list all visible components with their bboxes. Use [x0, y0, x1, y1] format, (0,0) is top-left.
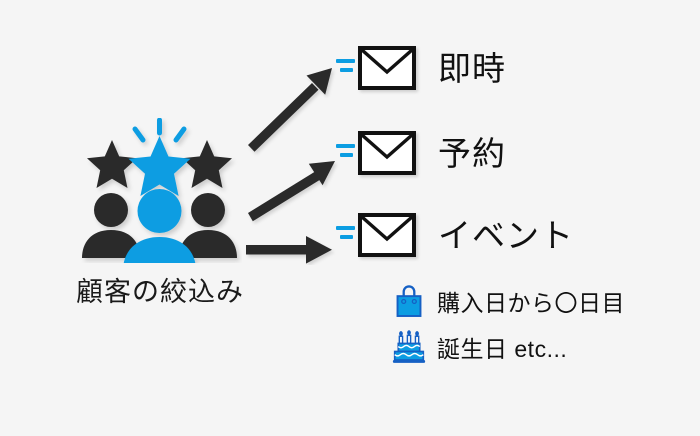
condition-label: 購入日から〇日目 [437, 290, 625, 316]
audience-block: 顧客の絞込み [55, 117, 265, 307]
speed-lines-icon [336, 222, 356, 248]
mail-option-row: イベント [336, 207, 574, 263]
condition-list: 購入日から〇日目 [390, 278, 690, 370]
mail-option-label: イベント [438, 216, 574, 254]
person-right-icon [179, 193, 237, 258]
envelope-icon [358, 213, 416, 257]
star-left-icon [87, 140, 137, 188]
arrow-to-immediate [248, 68, 332, 152]
sparkle-rays-icon [132, 117, 187, 143]
shopping-bag-icon [390, 281, 428, 321]
star-center-icon [128, 136, 191, 196]
speed-lines-icon [336, 140, 356, 166]
envelope-icon [358, 46, 416, 90]
star-right-icon [182, 140, 232, 188]
condition-item: 誕生日 etc... [390, 324, 690, 370]
birthday-cake-icon [390, 327, 428, 367]
person-left-icon [82, 193, 140, 258]
condition-label: 誕生日 etc... [437, 336, 568, 362]
speed-lines-icon [336, 55, 356, 81]
envelope-icon [358, 131, 416, 175]
three-people-with-stars-icon [77, 117, 242, 291]
mail-option-label: 予約 [438, 134, 506, 172]
condition-item: 購入日から〇日目 [390, 278, 690, 324]
mail-option-row: 即時 [336, 40, 506, 96]
person-center-icon [123, 189, 196, 291]
mail-option-row: 予約 [336, 125, 506, 181]
mail-option-label: 即時 [438, 49, 506, 87]
audience-label: 顧客の絞込み [76, 277, 244, 307]
arrow-to-event [246, 236, 332, 264]
arrow-to-scheduled [248, 161, 335, 222]
arrow-group [240, 55, 360, 265]
